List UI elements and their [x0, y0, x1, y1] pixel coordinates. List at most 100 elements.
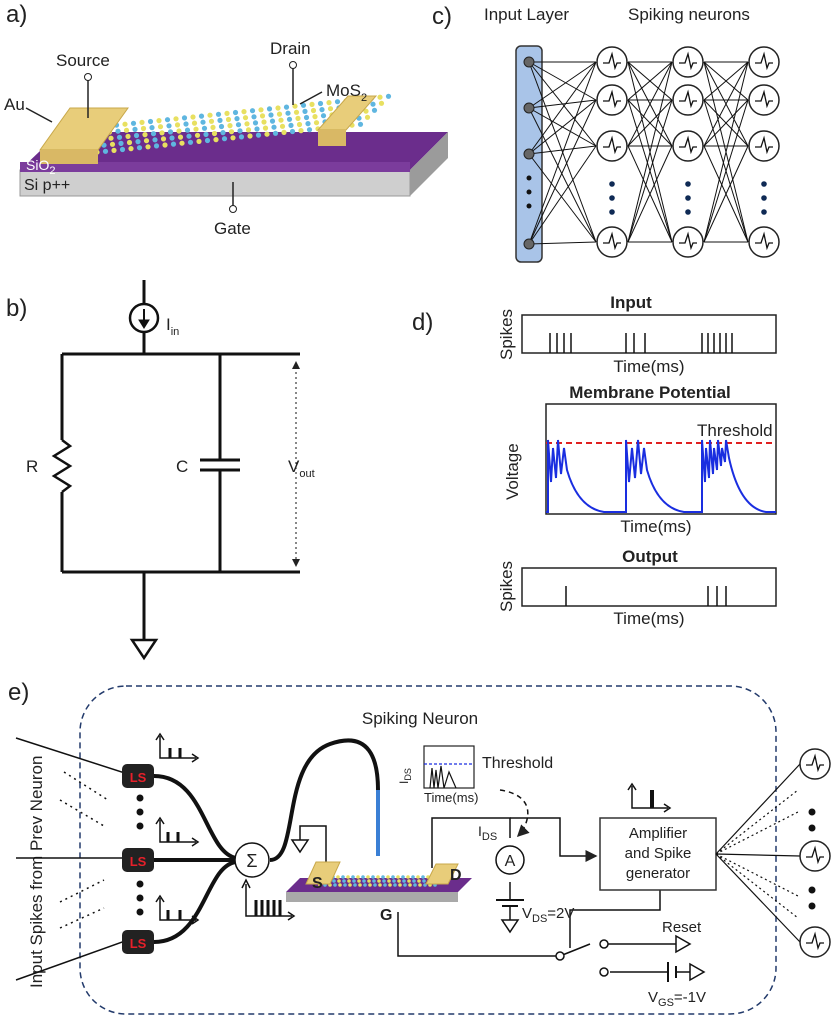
- ids-label: IDS: [478, 823, 497, 843]
- spiking-neuron-node: [748, 130, 780, 162]
- reset-label: Reset: [662, 919, 702, 936]
- spiking-neuron-node: [672, 84, 704, 116]
- amplifier-line-2: and Spike: [625, 845, 692, 862]
- spiking-neuron-node: [596, 130, 628, 162]
- output-neuron: [799, 840, 831, 872]
- membrane-plot-title: Membrane Potential: [569, 383, 731, 402]
- input-node: [523, 148, 535, 160]
- spiking-neuron-node: [596, 226, 628, 258]
- output-neuron: [799, 926, 831, 958]
- summing-node: [234, 842, 270, 878]
- spiking-neuron-boundary: [79, 685, 777, 1015]
- g-label: G: [380, 907, 392, 924]
- panel-label-c: c): [432, 3, 452, 30]
- output-spike-train: [565, 586, 727, 606]
- r-label: R: [26, 457, 38, 476]
- threshold-label: Threshold: [697, 421, 773, 440]
- d-label: D: [450, 867, 462, 884]
- si-label: Si p++: [24, 177, 70, 194]
- sum-symbol: Σ: [246, 851, 257, 871]
- s-label: S: [312, 875, 323, 892]
- spiking-neuron-node: [596, 84, 628, 116]
- input-plot-title: Input: [610, 293, 652, 312]
- drain-pad: [425, 863, 459, 885]
- laser-source-3: LS: [122, 930, 154, 954]
- panel-label-d: d): [412, 309, 433, 336]
- sio2-label: SiO2: [26, 157, 55, 177]
- mini-threshold-label: Threshold: [482, 755, 553, 772]
- membrane-trace: [546, 439, 776, 513]
- source-label: Source: [56, 51, 110, 70]
- output-plot-frame: [521, 567, 777, 607]
- source-contact-front: [40, 150, 98, 164]
- au-label: Au: [4, 95, 25, 114]
- membrane-plot-frame: [545, 403, 777, 515]
- spiking-neuron-node: [672, 130, 704, 162]
- vgs-label: VGS=-1V: [648, 989, 706, 1009]
- panel-e: e) Spiking Neuron Input Spikes from Prev…: [8, 679, 831, 1015]
- spiking-neuron-node: [748, 84, 780, 116]
- drain-label: Drain: [270, 39, 311, 58]
- svg-text:LS: LS: [130, 770, 147, 785]
- input-node: [523, 102, 535, 114]
- vds-label: VDS=2V: [522, 905, 574, 925]
- panel-c: c) Input Layer Spiking neurons: [432, 3, 780, 263]
- input-plot-frame: [521, 314, 777, 354]
- amplifier-line-3: generator: [626, 865, 690, 882]
- laser-source-2: LS: [122, 848, 154, 872]
- amplifier-line-1: Amplifier: [629, 825, 687, 842]
- panel-label-e: e): [8, 679, 29, 706]
- gate-terminal: [229, 205, 237, 213]
- ammeter-label: A: [505, 853, 516, 870]
- output-plot-title: Output: [622, 547, 678, 566]
- input-layer-label: Input Layer: [484, 5, 569, 24]
- input-y-label: Spikes: [497, 309, 516, 360]
- drain-terminal: [289, 61, 297, 69]
- ids-mini-plot: [423, 745, 475, 789]
- spiking-neuron-node: [672, 226, 704, 258]
- panel-label-a: a): [6, 1, 27, 28]
- spiking-neuron-node: [672, 46, 704, 78]
- output-x-label: Time(ms): [613, 609, 684, 628]
- input-spikes-label: Input Spikes from Prev Neuron: [27, 756, 46, 988]
- input-node: [523, 56, 535, 68]
- panel-b: b) Iin R C Vout: [6, 280, 315, 661]
- gate-label: Gate: [214, 219, 251, 238]
- input-node: [523, 238, 535, 250]
- spiking-neuron-title: Spiking Neuron: [362, 709, 478, 728]
- sio2-front: [20, 162, 410, 172]
- svg-text:LS: LS: [130, 936, 147, 951]
- ammeter: [495, 845, 525, 875]
- vout-label: Vout: [288, 457, 315, 480]
- laser-source-1: LS: [122, 764, 154, 788]
- output-y-label: Spikes: [497, 561, 516, 612]
- output-fan: [715, 748, 831, 958]
- source-pad: [305, 861, 341, 885]
- mini-time-label: Time(ms): [424, 790, 478, 805]
- panel-d: d) Input Spikes Time(ms) Membrane Potent…: [412, 293, 777, 628]
- c-label: C: [176, 457, 188, 476]
- si-substrate: [19, 169, 411, 197]
- substrate-side: [410, 132, 448, 196]
- spiking-neuron-node: [748, 46, 780, 78]
- network-graph: [523, 46, 780, 258]
- membrane-y-label: Voltage: [503, 443, 522, 500]
- panel-label-b: b): [6, 295, 27, 322]
- resistor: [51, 439, 73, 493]
- drain-contact-front: [318, 130, 346, 146]
- mos2-label: MoS2: [326, 81, 367, 104]
- ids-mini-label: IDS: [397, 768, 413, 784]
- output-neuron: [799, 748, 831, 780]
- membrane-x-label: Time(ms): [620, 517, 691, 536]
- pulse-icons: [155, 732, 672, 925]
- spiking-neuron-node: [748, 226, 780, 258]
- spiking-neuron-node: [596, 46, 628, 78]
- svg-text:LS: LS: [130, 854, 147, 869]
- input-spike-train: [549, 333, 733, 353]
- spiking-neurons-label: Spiking neurons: [628, 5, 750, 24]
- source-terminal: [84, 73, 92, 81]
- input-x-label: Time(ms): [613, 357, 684, 376]
- panel-a: a) Source Drain Gate Au MoS2 SiO2 Si p++: [4, 1, 448, 238]
- ground-symbol: [129, 638, 159, 661]
